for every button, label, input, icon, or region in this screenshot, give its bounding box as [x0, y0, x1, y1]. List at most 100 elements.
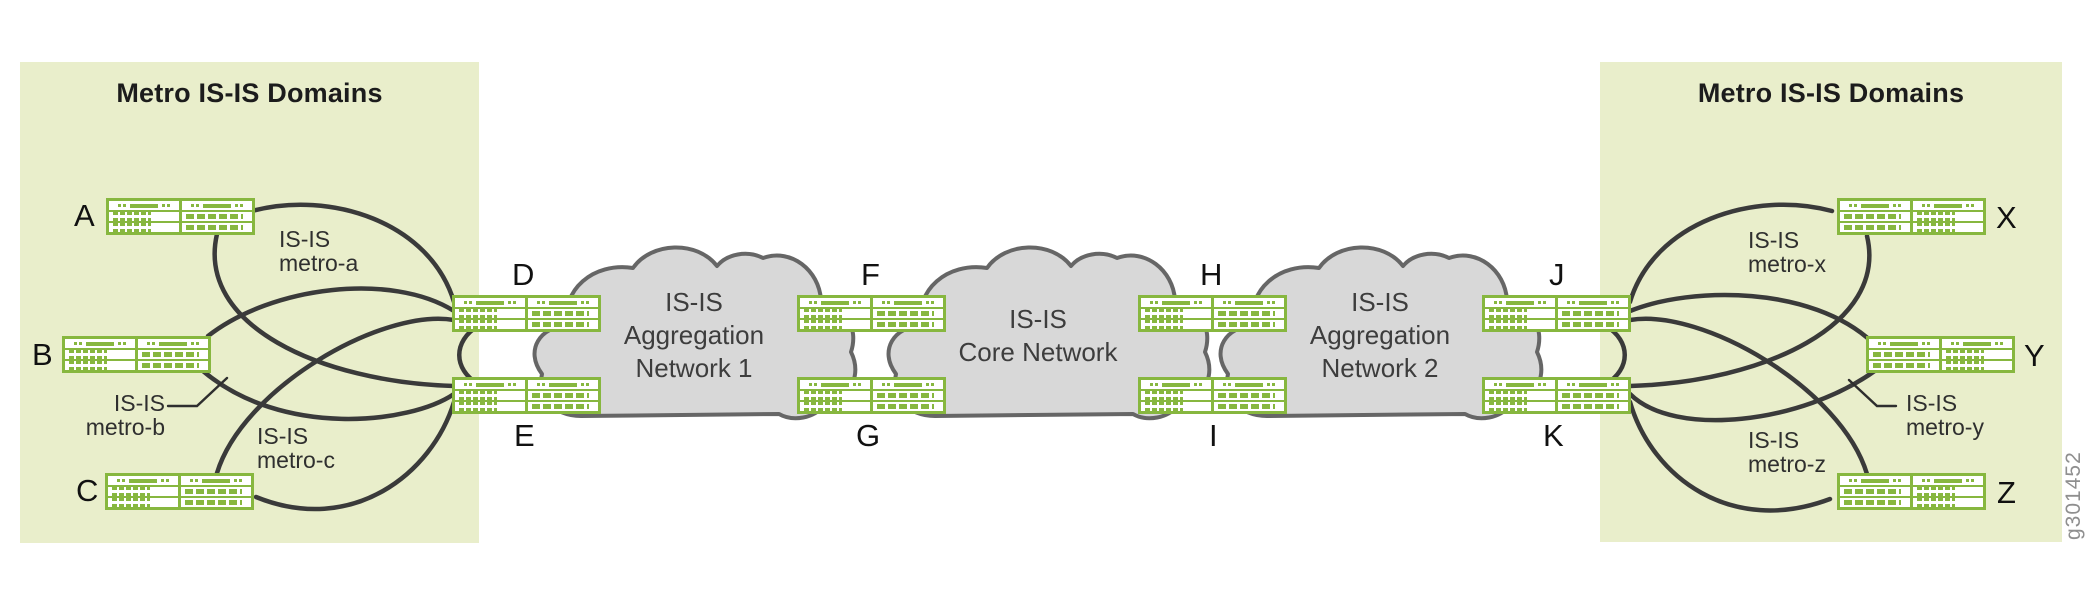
- router-row: [455, 320, 598, 329]
- link-metro-x-lower: [1627, 233, 1872, 389]
- metro-domains-region-right: Metro IS-IS Domains: [1600, 62, 2062, 542]
- router-row: [455, 402, 598, 411]
- cloud-label-line: Network 1: [635, 353, 753, 383]
- router-grid-panel: [1913, 498, 1983, 507]
- cloud-label-line: IS-IS: [1009, 304, 1067, 334]
- node-label-i: I: [1209, 418, 1218, 453]
- router-i-icon: [1138, 377, 1287, 414]
- router-grid-panel: [1913, 212, 1983, 221]
- router-slots-panel: [528, 309, 598, 318]
- cloud-label-line: Core Network: [958, 337, 1118, 367]
- cloud-label-line: Network 2: [1321, 353, 1439, 383]
- router-slots-panel: [528, 391, 598, 400]
- domain-label-line: metro-z: [1748, 451, 1826, 477]
- node-label-e: E: [514, 418, 535, 453]
- router-grid-panel: [455, 320, 525, 329]
- domain-label-line: metro-y: [1906, 414, 1984, 440]
- router-f-icon: [797, 295, 946, 332]
- router-ports-panel: [1141, 380, 1211, 389]
- router-grid-panel: [1942, 350, 2012, 359]
- router-grid-panel: [1485, 309, 1555, 318]
- router-slots-panel: [1558, 320, 1628, 329]
- router-grid-panel: [455, 391, 525, 400]
- domain-label-metro-a: IS-IS metro-a: [279, 227, 358, 275]
- router-slots-panel: [873, 402, 943, 411]
- router-row: [1485, 309, 1628, 318]
- router-slots-panel: [181, 498, 251, 507]
- node-label-j: J: [1549, 257, 1565, 292]
- router-grid-panel: [108, 487, 178, 496]
- router-ports-panel: [455, 380, 525, 389]
- metro-domains-region-left: Metro IS-IS Domains: [20, 62, 479, 543]
- router-ports-panel: [1558, 380, 1628, 389]
- router-slots-panel: [182, 212, 252, 221]
- router-slots-panel: [1214, 402, 1284, 411]
- router-ports-panel: [1942, 339, 2012, 348]
- router-slots-panel: [528, 402, 598, 411]
- router-slots-panel: [1558, 309, 1628, 318]
- link-metro-y-upper: [1627, 292, 1875, 345]
- router-row: [800, 298, 943, 307]
- router-ports-panel: [1485, 298, 1555, 307]
- router-y-icon: [1866, 336, 2015, 373]
- router-ports-panel: [800, 298, 870, 307]
- cloud-label-core: IS-IS Core Network: [875, 303, 1201, 369]
- router-ports-panel: [800, 380, 870, 389]
- router-row: [1485, 402, 1628, 411]
- router-ports-panel: [455, 298, 525, 307]
- router-slots-panel: [182, 223, 252, 232]
- router-grid-panel: [65, 361, 135, 370]
- link-j-k: [1603, 323, 1627, 387]
- node-label-c: C: [76, 473, 99, 508]
- node-label-d: D: [512, 257, 535, 292]
- router-grid-panel: [1141, 320, 1211, 329]
- router-row: [1485, 298, 1628, 307]
- metro-y-callout-line: [1847, 378, 1898, 408]
- router-row: [1869, 361, 2012, 370]
- router-slots-panel: [1558, 402, 1628, 411]
- router-ports-panel: [1913, 201, 1983, 210]
- router-slots-panel: [873, 391, 943, 400]
- router-slots-panel: [873, 320, 943, 329]
- node-label-h: H: [1200, 257, 1223, 292]
- router-grid-panel: [800, 402, 870, 411]
- router-grid-panel: [455, 309, 525, 318]
- router-grid-panel: [1913, 223, 1983, 232]
- router-ports-panel: [1840, 476, 1910, 485]
- router-ports-panel: [873, 298, 943, 307]
- router-grid-panel: [800, 391, 870, 400]
- router-row: [1141, 380, 1284, 389]
- link-metro-x-upper: [1627, 202, 1835, 305]
- router-row: [109, 201, 252, 210]
- router-row: [1840, 201, 1983, 210]
- region-title-right: Metro IS-IS Domains: [1697, 78, 1965, 108]
- cloud-label-aggregation-1: IS-IS Aggregation Network 1: [531, 286, 857, 385]
- router-grid-panel: [108, 498, 178, 507]
- router-row: [65, 339, 208, 348]
- router-a-icon: [106, 198, 255, 235]
- router-grid-panel: [109, 212, 179, 221]
- domain-label-line: metro-b: [85, 414, 165, 440]
- router-row: [455, 309, 598, 318]
- router-slots-panel: [1869, 350, 1939, 359]
- router-ports-panel: [65, 339, 135, 348]
- link-metro-c-upper: [214, 316, 457, 476]
- router-b-icon: [62, 336, 211, 373]
- router-grid-panel: [1485, 402, 1555, 411]
- router-row: [1485, 320, 1628, 329]
- router-slots-panel: [1869, 361, 1939, 370]
- router-row: [1485, 380, 1628, 389]
- router-row: [455, 391, 598, 400]
- domain-label-line: IS-IS: [279, 226, 331, 252]
- router-slots-panel: [1214, 309, 1284, 318]
- metro-b-callout-line: [166, 376, 229, 408]
- router-ports-panel: [1214, 298, 1284, 307]
- domain-label-metro-b: IS-IS metro-b: [58, 391, 165, 439]
- router-g-icon: [797, 377, 946, 414]
- router-row: [108, 487, 251, 496]
- link-metro-a-lower: [212, 231, 457, 389]
- link-metro-z-lower: [1627, 399, 1833, 513]
- link-d-e: [457, 323, 481, 387]
- router-grid-panel: [800, 320, 870, 329]
